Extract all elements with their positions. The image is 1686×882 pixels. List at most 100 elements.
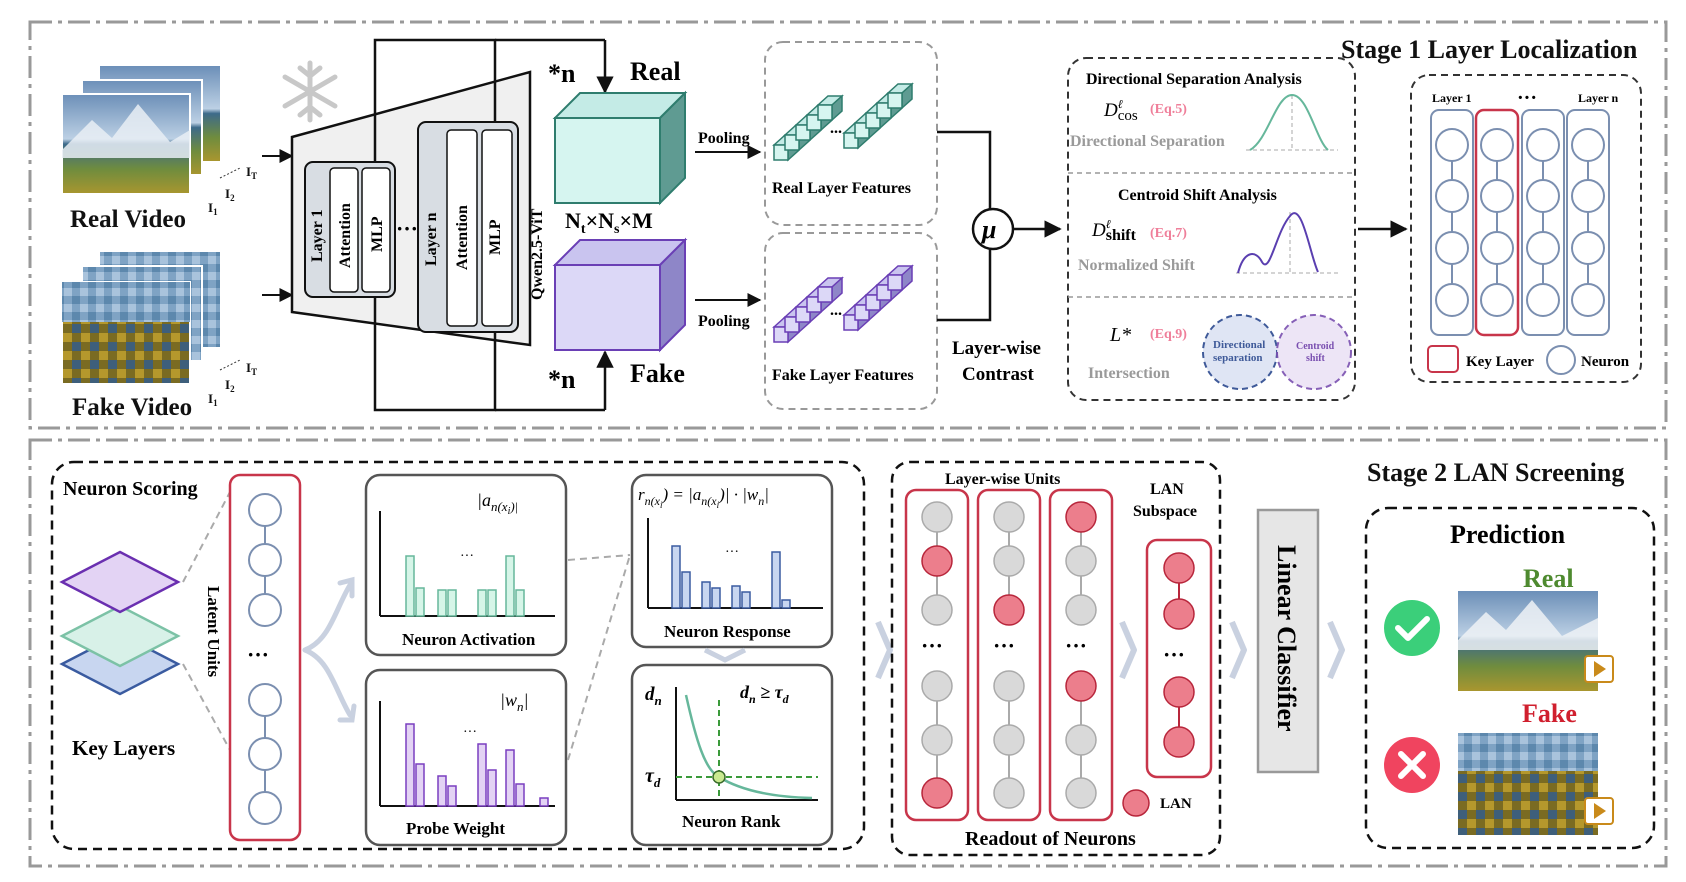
grid-neuron bbox=[1480, 128, 1514, 162]
lan-legend-icon bbox=[1122, 789, 1150, 817]
mu-symbol: μ bbox=[980, 215, 996, 244]
plot-bar bbox=[505, 749, 515, 807]
plot-bar bbox=[405, 555, 415, 617]
grid-neuron bbox=[1435, 128, 1469, 162]
encoder-attentionn: Attention bbox=[454, 205, 471, 270]
neuron-legend-icon bbox=[1546, 345, 1576, 375]
encoder-mlp1: MLP bbox=[369, 216, 386, 252]
contrast-label: Contrast bbox=[962, 364, 1034, 385]
plot-bar bbox=[671, 545, 681, 609]
svg-text:I2: I2 bbox=[225, 377, 235, 394]
grid-neuron bbox=[1571, 128, 1605, 162]
readout-neuron bbox=[1065, 777, 1097, 809]
dn-axis-label: dn bbox=[645, 684, 662, 708]
readout-neuron bbox=[993, 777, 1025, 809]
readout-column bbox=[1048, 488, 1114, 822]
dir-sep-title: Directional Separation Analysis bbox=[1086, 71, 1302, 88]
dir-sep-label: Directional Separation bbox=[1070, 133, 1225, 150]
readout-neuron bbox=[921, 724, 953, 756]
readout-dots: ··· bbox=[921, 633, 943, 658]
neuron-legend-label: Neuron bbox=[1581, 354, 1630, 370]
readout-neuron bbox=[993, 501, 1025, 533]
encoder-layer1: Layer 1 bbox=[309, 209, 326, 262]
stage1-title: Stage 1 Layer Localization bbox=[1341, 35, 1638, 64]
threshold-formula: dn ≥ τd bbox=[740, 682, 790, 706]
latent-units-label: Latent Units bbox=[204, 586, 223, 678]
eq9-label: (Eq.9) bbox=[1150, 327, 1187, 342]
plot-bar bbox=[711, 587, 721, 609]
real-check-icon bbox=[1384, 600, 1440, 656]
fake-feature-stacks: ... bbox=[772, 264, 914, 344]
fake-prediction-image bbox=[1458, 733, 1614, 835]
svg-text:IT: IT bbox=[246, 360, 257, 377]
response-formula: rn(xi) = |an(xi)| · |wn| bbox=[638, 485, 769, 510]
l-star-symbol: L* bbox=[1109, 324, 1131, 346]
eq7-label: (Eq.7) bbox=[1150, 226, 1187, 241]
venn-right-1: Centroid bbox=[1296, 341, 1335, 352]
neuron-response-label: Neuron Response bbox=[664, 622, 791, 641]
latent-neuron bbox=[248, 791, 282, 825]
plot-bar bbox=[415, 587, 425, 617]
latent-dots: ··· bbox=[247, 642, 269, 667]
centroid-shift-curve bbox=[1236, 212, 1338, 274]
plot-bar bbox=[505, 555, 515, 617]
real-times-n: *n bbox=[548, 59, 576, 88]
fake-times-n: *n bbox=[548, 365, 576, 394]
lan-neuron bbox=[1065, 670, 1097, 702]
real-layer-features-box bbox=[764, 41, 938, 226]
real-label: Real bbox=[630, 57, 681, 86]
readout-dots: ··· bbox=[1065, 633, 1087, 658]
real-frame-labels: I1 I2 IT bbox=[208, 164, 257, 217]
plot-bar bbox=[415, 763, 425, 807]
vision-encoder bbox=[290, 38, 605, 412]
plot-bar bbox=[487, 589, 497, 617]
grid-neuron bbox=[1480, 231, 1514, 265]
norm-shift-label: Normalized Shift bbox=[1078, 257, 1196, 274]
latent-units-connectors bbox=[182, 491, 231, 751]
fake-cross-icon bbox=[1384, 737, 1440, 793]
lan-subspace-label-1: LAN bbox=[1150, 481, 1184, 498]
prediction-fake: Fake bbox=[1522, 699, 1577, 728]
key-layers-label: Key Layers bbox=[72, 736, 175, 760]
plot-bar bbox=[477, 743, 487, 807]
grid-neuron bbox=[1526, 283, 1560, 317]
plot-bar bbox=[405, 723, 415, 807]
grid-dots: ··· bbox=[1517, 87, 1537, 109]
probe-weight-formula: |wn| bbox=[500, 690, 528, 714]
rank-chart bbox=[675, 687, 818, 801]
lan-subspace-label-2: Subspace bbox=[1133, 503, 1197, 520]
grid-neuron bbox=[1571, 179, 1605, 213]
readout-columns: ············ bbox=[904, 488, 1213, 822]
venn-left-1: Directional bbox=[1213, 339, 1265, 351]
lan-subspace-neuron bbox=[1163, 552, 1195, 584]
plot-connectors bbox=[567, 554, 631, 761]
readout-neuron bbox=[921, 670, 953, 702]
activation-plot-box bbox=[364, 473, 568, 657]
stage2-frame bbox=[28, 438, 1668, 868]
layer-column bbox=[1566, 109, 1610, 336]
lan-subspace-neuron bbox=[1163, 726, 1195, 758]
lan-subspace-neuron bbox=[1163, 598, 1195, 630]
key-layer-legend-label: Key Layer bbox=[1466, 354, 1534, 370]
grid-neuron bbox=[1526, 128, 1560, 162]
real-layer-features-label: Real Layer Features bbox=[772, 180, 911, 197]
readout-neuron bbox=[1065, 724, 1097, 756]
pooling-real: Pooling bbox=[698, 130, 750, 147]
lan-subspace-neuron bbox=[1163, 676, 1195, 708]
analysis-box bbox=[1067, 57, 1356, 401]
grid-neuron bbox=[1571, 283, 1605, 317]
plot-bar bbox=[437, 589, 447, 617]
layerwise-units-label: Layer-wise Units bbox=[945, 471, 1060, 488]
grid-neuron bbox=[1526, 231, 1560, 265]
readout-neuron bbox=[993, 670, 1025, 702]
venn-diagram bbox=[1202, 314, 1352, 390]
plot-bar bbox=[539, 797, 549, 807]
grid-neuron bbox=[1571, 231, 1605, 265]
fake-video-label: Fake Video bbox=[72, 394, 192, 421]
eq5-label: (Eq.5) bbox=[1150, 102, 1187, 117]
response-chart bbox=[647, 518, 823, 609]
encoder-layern: Layer n bbox=[423, 212, 440, 266]
prediction-box bbox=[1364, 506, 1656, 850]
layer-grid-columns bbox=[1430, 108, 1610, 337]
